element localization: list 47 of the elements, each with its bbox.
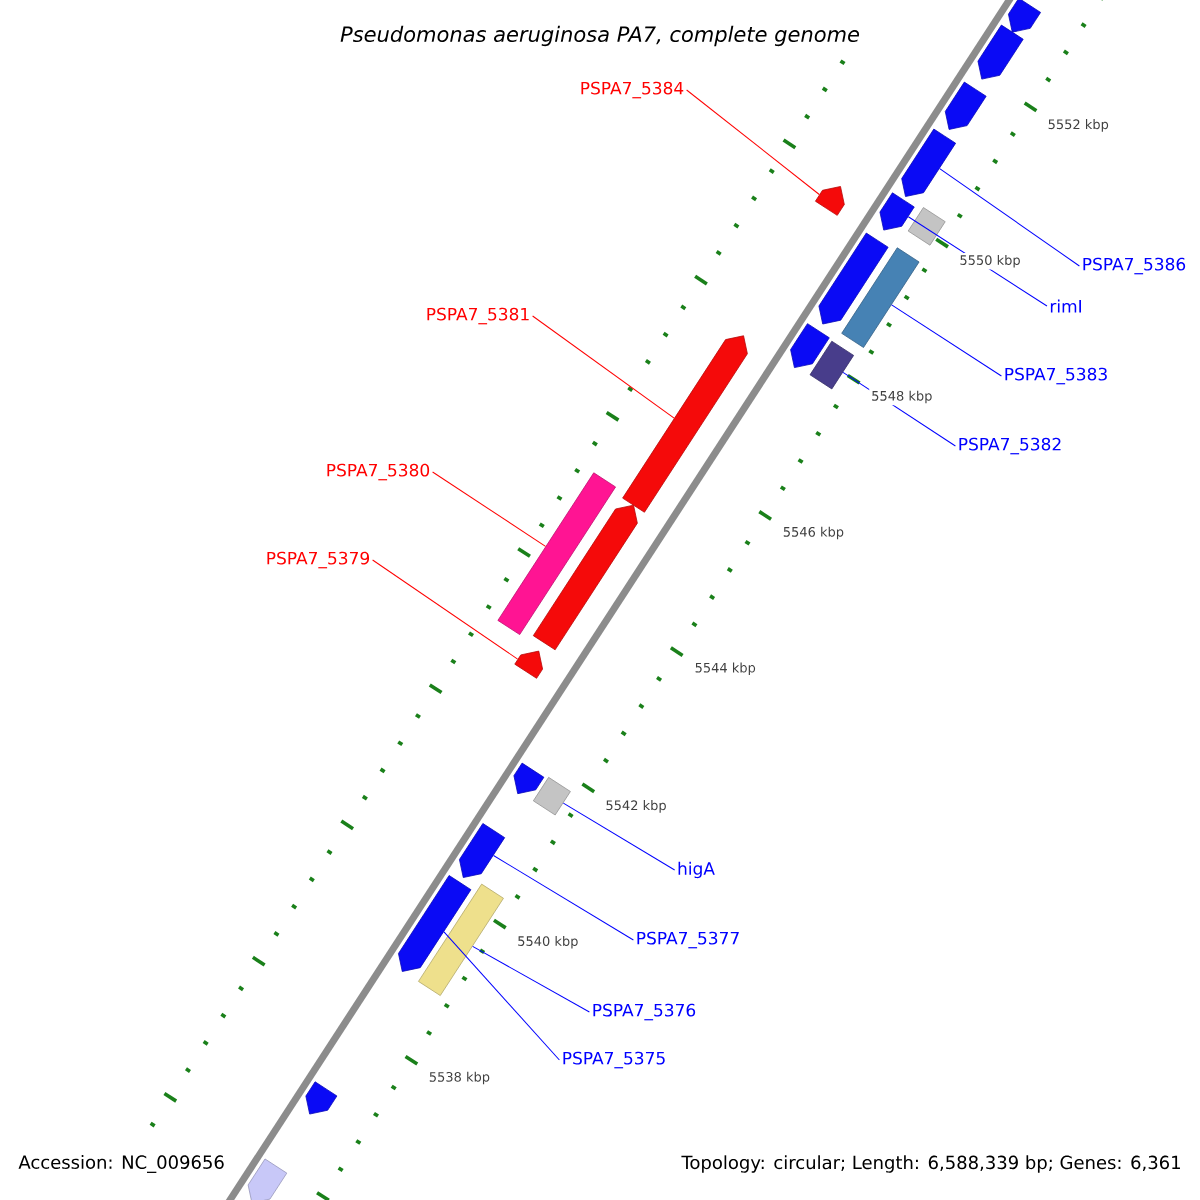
gene-feature bbox=[790, 323, 830, 368]
gene-feature bbox=[398, 875, 472, 972]
leader-line bbox=[939, 168, 1080, 267]
gene-label: rimI bbox=[1050, 299, 1081, 313]
gene-label: PSPA7_5377 bbox=[637, 931, 739, 949]
gene-feature bbox=[497, 472, 616, 635]
gene-feature bbox=[818, 232, 889, 325]
title: Pseudomonas aeruginosa PA7, complete genome bbox=[340, 25, 860, 47]
gene-feature bbox=[532, 504, 638, 651]
gene-feature bbox=[514, 650, 543, 679]
gene-label: PSPA7_5376 bbox=[593, 1003, 696, 1021]
gene-label: PSPA7_5381 bbox=[427, 307, 529, 325]
gene-label: PSPA7_5379 bbox=[267, 551, 370, 569]
leader-line bbox=[443, 931, 560, 1061]
gene-label: PSPA7_5383 bbox=[1005, 367, 1107, 385]
leader-line bbox=[532, 315, 675, 419]
gene-feature bbox=[459, 823, 506, 878]
gene-feature bbox=[901, 128, 957, 197]
gene-feature bbox=[879, 192, 915, 231]
leader-line bbox=[891, 304, 1002, 377]
gene-feature bbox=[532, 776, 571, 816]
gene-feature bbox=[944, 81, 987, 130]
gene-feature bbox=[841, 247, 920, 348]
gene-feature bbox=[622, 335, 748, 513]
gene-feature bbox=[513, 762, 545, 795]
gene-feature bbox=[815, 186, 845, 216]
footer-text: Accession: NC_009656 bbox=[18, 1155, 224, 1173]
gene-label: PSPA7_5386 bbox=[1083, 257, 1186, 275]
gene-feature bbox=[247, 1158, 288, 1200]
gene-feature bbox=[1008, 0, 1041, 33]
gene-label: PSPA7_5382 bbox=[959, 437, 1061, 455]
gene-label: PSPA7_5375 bbox=[563, 1051, 665, 1069]
gene-feature bbox=[418, 883, 504, 996]
gene-feature bbox=[977, 24, 1024, 80]
leader-line bbox=[686, 89, 820, 195]
gene-label: higA bbox=[678, 861, 715, 879]
leader-line bbox=[472, 945, 590, 1013]
gene-feature bbox=[907, 207, 946, 246]
leader-line bbox=[432, 471, 547, 547]
gene-label: PSPA7_5384 bbox=[581, 81, 684, 99]
leader-line bbox=[562, 802, 676, 871]
gene-label: PSPA7_5380 bbox=[327, 463, 430, 481]
footer-text: Topology: circular; Length: 6,588,339 bp; Genes: 6,361 bbox=[681, 1155, 1180, 1173]
leader-line bbox=[493, 855, 634, 941]
gene-feature bbox=[809, 340, 854, 390]
leader-line bbox=[372, 559, 519, 660]
gene-feature bbox=[305, 1081, 338, 1115]
